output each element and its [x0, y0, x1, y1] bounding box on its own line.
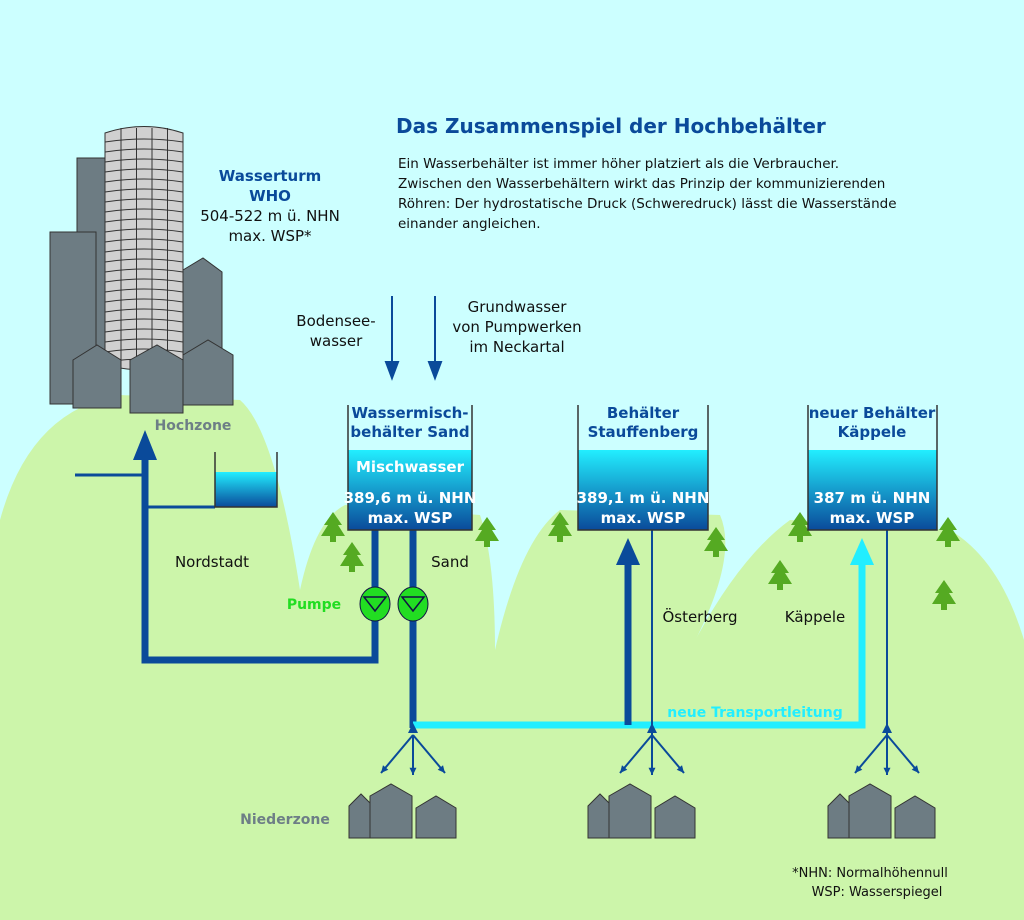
svg-text:Stauffenberg: Stauffenberg	[588, 423, 699, 441]
house-icon	[369, 783, 413, 839]
tower-code: WHO	[249, 187, 291, 205]
sand-label: Sand	[431, 553, 469, 571]
pump-icon	[359, 586, 391, 622]
svg-text:389,6 m ü. NHN: 389,6 m ü. NHN	[344, 489, 477, 507]
house-icon	[415, 795, 457, 839]
svg-text:Mischwasser: Mischwasser	[356, 458, 465, 476]
niederzone-houses	[348, 783, 936, 839]
svg-text:max. WSP: max. WSP	[601, 509, 686, 527]
osterberg-label: Österberg	[662, 607, 737, 626]
tree-icon	[768, 560, 792, 590]
house-icon	[608, 783, 652, 839]
svg-text:Wassermisch-: Wassermisch-	[351, 404, 468, 422]
tree-icon	[704, 527, 728, 557]
svg-text:Behälter: Behälter	[607, 404, 680, 422]
niederzone-label: Niederzone	[240, 812, 330, 828]
water-tower-who	[104, 126, 184, 371]
svg-text:im Neckartal: im Neckartal	[469, 338, 564, 356]
tree-icon	[321, 512, 345, 542]
svg-text:von Pumpwerken: von Pumpwerken	[452, 318, 581, 336]
page-title: Das Zusammenspiel der Hochbehälter	[396, 114, 826, 138]
svg-text:Zwischen den Wasserbehältern w: Zwischen den Wasserbehältern wirkt das P…	[398, 176, 885, 192]
trees	[321, 512, 960, 610]
tree-icon	[936, 517, 960, 547]
house-icon	[654, 795, 696, 839]
svg-text:max. WSP: max. WSP	[368, 509, 453, 527]
tower-city	[49, 126, 234, 414]
hochzone-label: Hochzone	[155, 418, 232, 434]
bodensee-label: Bodensee-	[296, 312, 375, 330]
nordstadt-label: Nordstadt	[175, 553, 249, 571]
tank-stauffenberg: Behälter Stauffenberg 389,1 m ü. NHN max…	[577, 404, 710, 531]
tree-icon	[475, 517, 499, 547]
svg-text:387 m ü. NHN: 387 m ü. NHN	[814, 489, 931, 507]
tank-sand: Wassermisch- behälter Sand Mischwasser 3…	[344, 404, 477, 531]
tower-name: Wasserturm	[219, 167, 321, 185]
pump-icon	[397, 586, 429, 622]
svg-text:Ein Wasserbehälter ist immer h: Ein Wasserbehälter ist immer höher platz…	[398, 156, 839, 172]
footnote-wsp: WSP: Wasserspiegel	[812, 885, 943, 900]
pumps	[359, 586, 429, 622]
tower-level: 504-522 m ü. NHN	[200, 207, 340, 225]
grundwasser-label: Grundwasser	[468, 298, 568, 316]
tree-icon	[340, 542, 364, 572]
svg-text:389,1 m ü. NHN: 389,1 m ü. NHN	[577, 489, 710, 507]
svg-text:neuer Behälter: neuer Behälter	[809, 404, 936, 422]
hills	[0, 395, 1024, 920]
tree-icon	[548, 512, 572, 542]
svg-text:max. WSP: max. WSP	[830, 509, 915, 527]
footnote-nhn: *NHN: Normalhöhennull	[792, 866, 948, 881]
bodensee-label-2: wasser	[310, 332, 363, 350]
tree-icon	[788, 512, 812, 542]
svg-text:behälter Sand: behälter Sand	[350, 423, 469, 441]
inflow-arrows	[384, 296, 443, 381]
house-icon	[848, 783, 892, 839]
distribution-arrows	[380, 723, 920, 775]
svg-text:einander angleichen.: einander angleichen.	[398, 216, 541, 232]
intro-text: Ein Wasserbehälter ist immer höher platz…	[398, 156, 897, 232]
tower-note: max. WSP*	[228, 227, 312, 245]
svg-text:Käppele: Käppele	[838, 423, 907, 441]
main-pipes	[409, 530, 888, 740]
kappele-label: Käppele	[785, 608, 845, 626]
svg-text:Röhren: Der hydrostatische Dru: Röhren: Der hydrostatische Druck (Schwer…	[398, 196, 897, 212]
transport-label: neue Transportleitung	[667, 705, 842, 721]
house-icon	[894, 795, 936, 839]
tree-icon	[932, 580, 956, 610]
pump-label: Pumpe	[287, 597, 341, 613]
tank-kappele: neuer Behälter Käppele 387 m ü. NHN max.…	[807, 404, 938, 531]
